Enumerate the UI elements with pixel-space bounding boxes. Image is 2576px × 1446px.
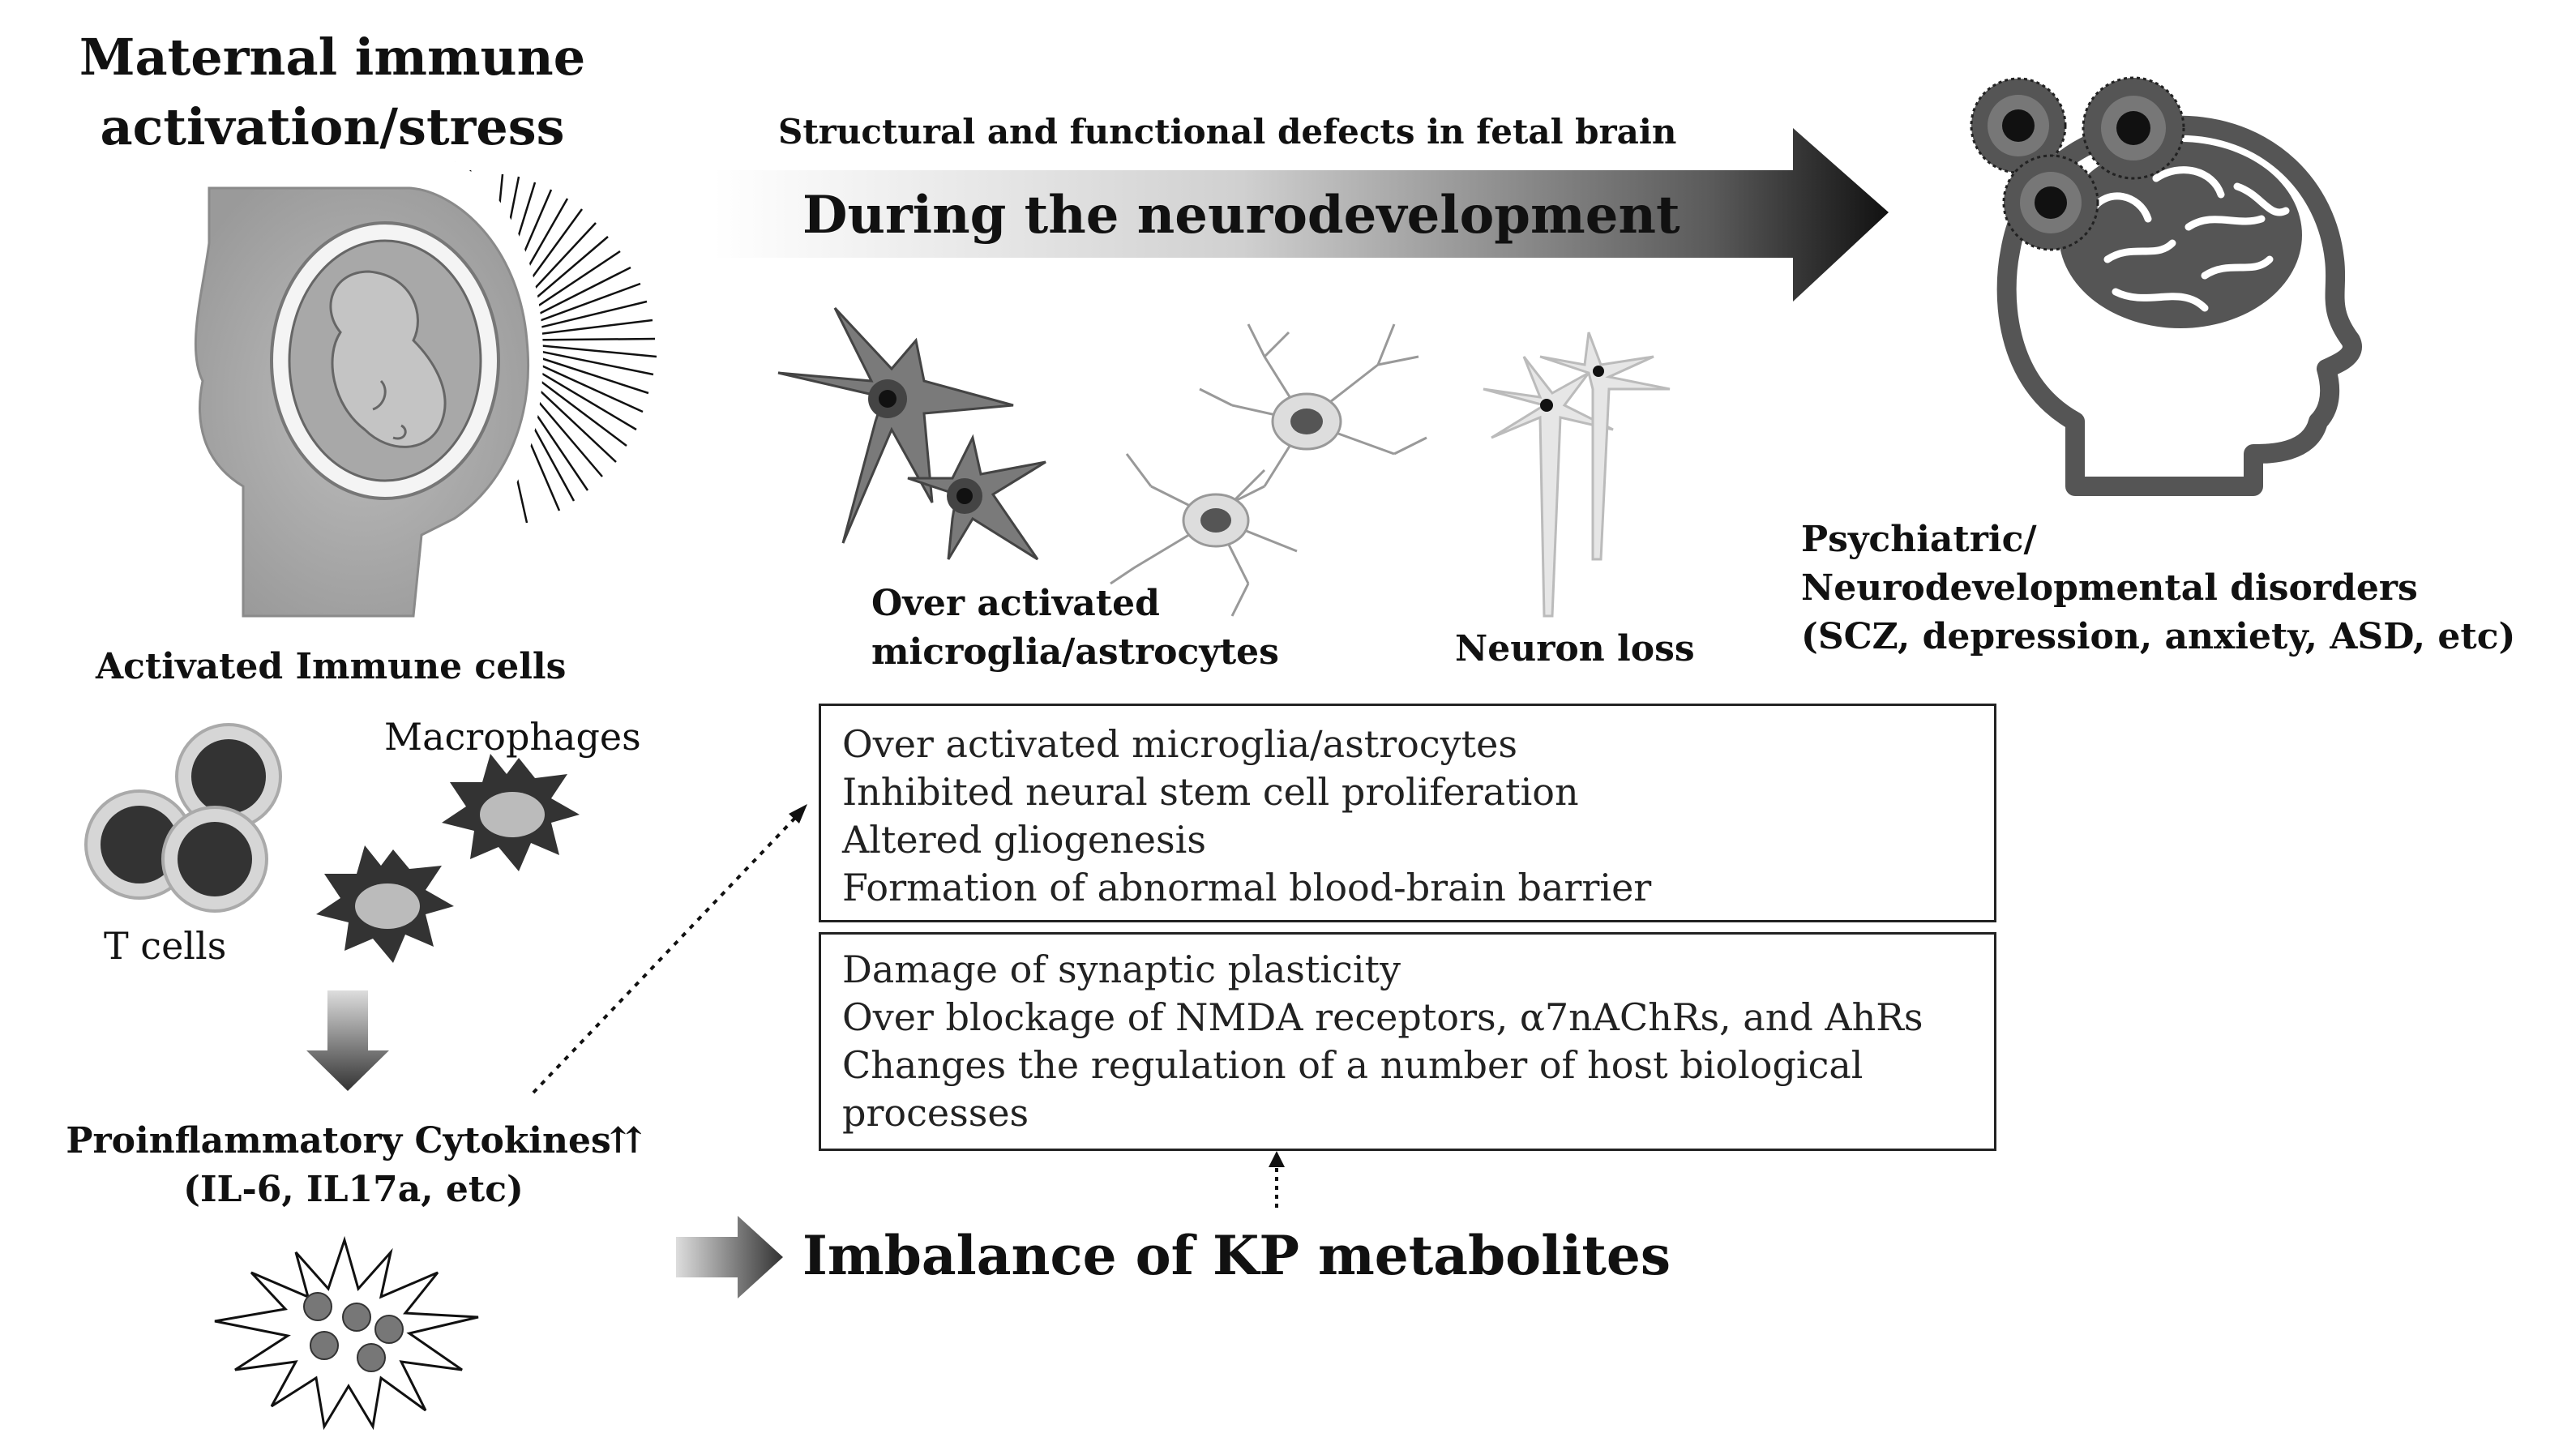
effects-box-1: Over activated microglia/astrocytes Inhi… xyxy=(819,704,1996,922)
macrophages-label: Macrophages xyxy=(384,715,641,759)
right-arrow-icon xyxy=(676,1216,783,1298)
down-arrow-icon xyxy=(306,990,389,1091)
box2-item: Damage of synaptic plasticity xyxy=(842,948,1401,991)
glia-label-line1: Over activated xyxy=(871,583,1160,624)
box2-item: Changes the regulation of a number of ho… xyxy=(842,1043,1864,1087)
immune-heading: Activated Immune cells xyxy=(96,646,567,687)
effects-box-2: Damage of synaptic plasticity Over block… xyxy=(819,932,1996,1151)
neuron-loss-label: Neuron loss xyxy=(1455,628,1695,670)
cytokines-line1: Proinflammatory Cytokines⇈ xyxy=(66,1120,641,1162)
outcome-line1: Psychiatric/ xyxy=(1801,519,2037,560)
box1-item: Formation of abnormal blood-brain barrie… xyxy=(842,866,1652,909)
t-cell-icon xyxy=(84,723,282,913)
neuron-icon xyxy=(1483,332,1671,618)
astrocyte-icon xyxy=(1110,323,1427,617)
box2-item: Over blockage of NMDA receptors, α7nAChR… xyxy=(842,995,1923,1039)
arrow-main-text: During the neurodevelopment xyxy=(802,185,1680,246)
kp-imbalance-label: Imbalance of KP metabolites xyxy=(802,1224,1671,1287)
maternal-title-line1: Maternal immune xyxy=(79,28,586,87)
box1-item: Over activated microglia/astrocytes xyxy=(842,722,1517,766)
arrow-top-text: Structural and functional defects in fet… xyxy=(778,112,1677,152)
outcome-line2: Neurodevelopmental disorders xyxy=(1801,567,2418,609)
macrophage-icon xyxy=(316,754,580,963)
outcome-line3: (SCZ, depression, anxiety, ASD, etc) xyxy=(1801,616,2516,657)
box1-item: Inhibited neural stem cell proliferation xyxy=(842,770,1579,814)
cytokines-line2: (IL-6, IL17a, etc) xyxy=(183,1169,524,1210)
tcells-label: T cells xyxy=(104,924,227,968)
dotted-arrow-to-box1 xyxy=(532,817,796,1094)
box1-item: Altered gliogenesis xyxy=(842,818,1206,862)
outcome-label: Psychiatric/ Neurodevelopmental disorder… xyxy=(1801,516,2515,661)
maternal-title-line2: activation/stress xyxy=(100,97,565,156)
maternal-title: Maternal immune activation/stress xyxy=(32,23,632,162)
cytokine-burst-icon xyxy=(214,1235,479,1431)
box2-item: processes xyxy=(842,1091,1029,1135)
cytokines-label: Proinflammatory Cytokines⇈ (IL-6, IL17a,… xyxy=(37,1117,670,1214)
glia-label-line2: microglia/astrocytes xyxy=(871,631,1279,673)
glia-label: Over activated microglia/astrocytes xyxy=(871,580,1279,677)
virus-particles-icon xyxy=(1970,76,2185,251)
